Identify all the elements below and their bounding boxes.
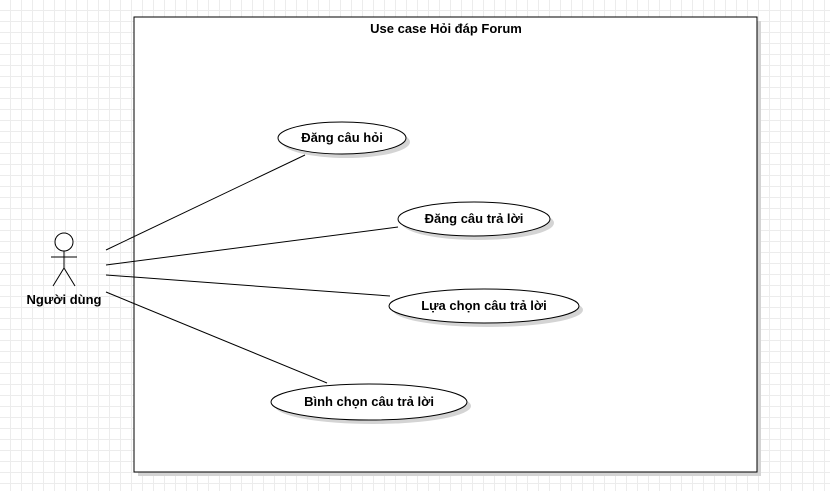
use-case-ellipse <box>277 121 407 155</box>
associations <box>105 154 399 384</box>
system-boundary[interactable]: Use case Hỏi đáp Forum <box>133 16 761 476</box>
association-line-uc2[interactable] <box>105 226 399 266</box>
use-case-label: Đăng câu hỏi <box>301 130 383 145</box>
association-line-uc4[interactable] <box>105 291 328 384</box>
association-line-uc3[interactable] <box>105 274 391 297</box>
use-case-label: Đăng câu trả lời <box>425 211 524 226</box>
use-case-label: Bình chọn câu trả lời <box>304 394 434 409</box>
use-case-post-question[interactable]: Đăng câu hỏi <box>277 121 410 158</box>
use-case-label: Lựa chọn câu trả lời <box>421 298 547 313</box>
use-case-select-answer[interactable]: Lựa chọn câu trả lời <box>388 288 583 327</box>
use-case-vote-answer[interactable]: Bình chọn câu trả lời <box>270 383 471 424</box>
actor[interactable]: Người dùng <box>27 232 102 307</box>
association-line-uc1[interactable] <box>105 154 306 251</box>
use-case-post-answer[interactable]: Đăng câu trả lời <box>397 201 554 240</box>
use-case-ellipse <box>270 383 468 421</box>
system-title: Use case Hỏi đáp Forum <box>370 21 522 36</box>
stick-figure-icon <box>51 232 77 287</box>
actor-label: Người dùng <box>27 292 102 307</box>
use-case-ellipse <box>397 201 551 237</box>
use-case-ellipse <box>388 288 580 324</box>
